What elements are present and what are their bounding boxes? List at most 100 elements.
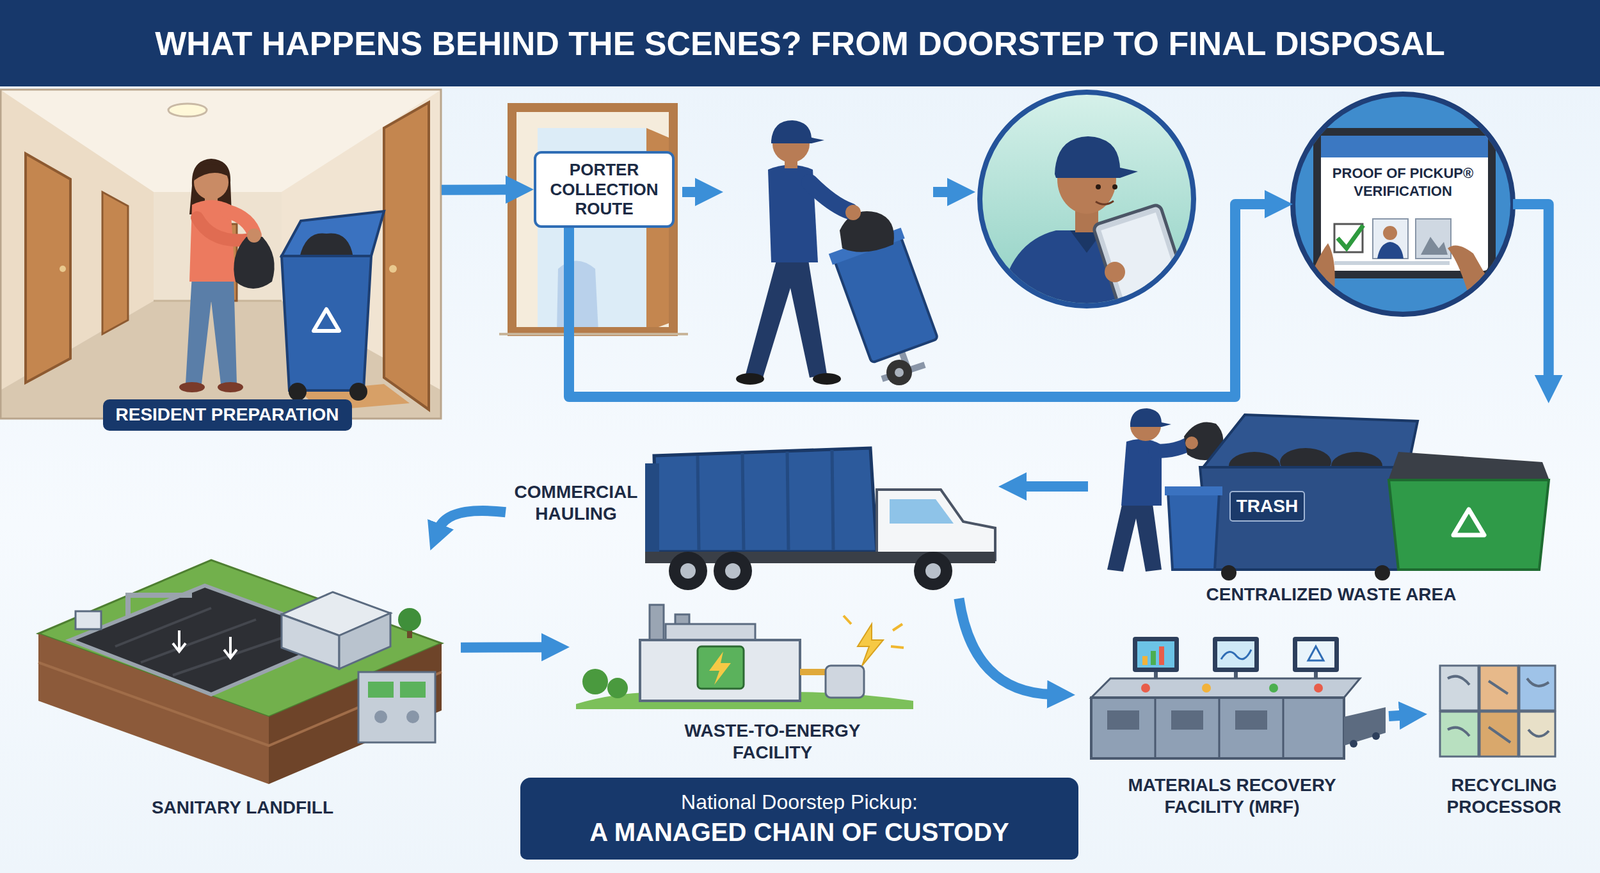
verification-tablet: [1383, 225, 1398, 240]
sorting-machines: [1091, 636, 1386, 759]
garbage-truck: [925, 563, 941, 579]
porter-with-cart: [771, 120, 825, 144]
hallway-scene: [168, 103, 207, 117]
hallway-scene: [233, 236, 274, 289]
sorting-machines: [1142, 656, 1148, 665]
landfill-cutaway: [70, 585, 346, 695]
landfill-cutaway: [224, 636, 237, 658]
sorting-machines: [1159, 646, 1165, 665]
sorting-machines: [1212, 636, 1259, 672]
sorting-machines: [1201, 683, 1211, 693]
flow-arrow: [1021, 481, 1088, 492]
garbage-truck: [645, 448, 996, 591]
node-label: MATERIALS RECOVERY FACILITY (MRF): [1097, 774, 1367, 818]
node-label: SANITARY LANDFILL: [114, 796, 371, 819]
waste-area: [1221, 565, 1237, 581]
hallway-scene: [281, 256, 372, 391]
hallway-scene: [0, 89, 442, 419]
verification-tablet: [1334, 261, 1450, 265]
flow-arrow: [441, 184, 511, 196]
hallway-scene: [197, 217, 247, 241]
panel-border: [0, 89, 441, 419]
verification-tablet: [1337, 225, 1364, 249]
title-band: [0, 0, 1600, 87]
porter-with-cart: [736, 373, 765, 385]
garbage-truck: [680, 563, 696, 579]
node-label: National Doorstep Pickup:: [533, 789, 1066, 816]
energy-plant: [697, 646, 744, 689]
hallway-scene: [0, 89, 442, 419]
flow-arrow: [1388, 715, 1405, 717]
verification-tablet: [1372, 218, 1408, 259]
hallway-scene: [102, 192, 128, 335]
stage-region: SANITARY LANDFILL: [25, 550, 461, 832]
sorting-machines: [1221, 649, 1252, 660]
garbage-truck: [645, 463, 660, 552]
garbage-truck: [889, 499, 954, 524]
sorting-machines: [1141, 683, 1151, 693]
porter-scanning: [979, 92, 1194, 317]
porter-scanning: [1054, 136, 1138, 178]
sorting-machines: [1091, 697, 1344, 759]
sorting-machines: [1107, 710, 1140, 730]
energy-plant: [843, 615, 904, 648]
landfill-cutaway: [368, 681, 394, 698]
recycled-bales: [1440, 665, 1556, 757]
hallway-scene: [313, 309, 340, 331]
waste-area: [1388, 480, 1549, 570]
landfill-cutaway: [38, 560, 442, 784]
sorting-machines: [1344, 707, 1386, 746]
sorting-machines: [1171, 710, 1204, 730]
sorting-machines: [1132, 636, 1179, 672]
waste-area: [1230, 491, 1305, 521]
sorting-machines: [1313, 683, 1323, 693]
garbage-truck: [832, 449, 834, 551]
verification-tablet: [1334, 224, 1363, 253]
recycled-bales: [1440, 711, 1479, 757]
garbage-truck: [697, 449, 834, 551]
verification-tablet: [1292, 94, 1513, 315]
energy-plant: [857, 624, 884, 666]
waste-area: [1130, 408, 1172, 427]
energy-plant: [640, 640, 800, 701]
porter-with-cart: [812, 373, 841, 385]
hallway-scene: [185, 275, 237, 384]
hallway-scene: [299, 232, 354, 258]
hallway-scene: [193, 163, 228, 181]
sorting-machines: [1150, 650, 1156, 665]
waste-area: [1164, 486, 1223, 496]
flow-arrow: [958, 598, 1053, 695]
porter-with-cart: [845, 204, 861, 221]
landfill-cutaway: [268, 643, 442, 784]
sorting-machines: [1217, 641, 1255, 668]
landfill-cutaway: [358, 672, 436, 743]
sorting-machines: [1137, 641, 1175, 668]
waste-area: [1453, 509, 1485, 536]
waste-area: [1453, 509, 1485, 536]
hallway-scene: [247, 228, 262, 243]
hallway-scene: [349, 382, 368, 401]
flow-arrow: [568, 204, 1270, 397]
node-label: PORTER COLLECTION ROUTE: [541, 160, 667, 219]
node-label: RESIDENT PREPARATION: [103, 399, 352, 431]
verification-tablet: [1415, 218, 1451, 259]
energy-plant: [607, 677, 628, 699]
stage-region: CENTRALIZED WASTE AREA: [1088, 403, 1575, 615]
landfill-cutaway: [128, 595, 192, 616]
verification-tablet: [1292, 94, 1513, 315]
stage-region: WASTE-TO-ENERGY FACILITY: [569, 595, 916, 768]
caption-box: National Doorstep Pickup:A MANAGED CHAIN…: [520, 777, 1079, 860]
recycled-bales: [1519, 665, 1556, 711]
sorting-machines: [1235, 710, 1268, 730]
node-label: CENTRALIZED WASTE AREA: [1171, 583, 1492, 606]
energy-plant: [825, 665, 864, 698]
waste-area: [1155, 442, 1191, 452]
recycled-bales: [1519, 711, 1556, 757]
porter-with-cart: [886, 359, 912, 386]
node-label: RECYCLING PROCESSOR: [1427, 774, 1581, 818]
doorway: [556, 261, 599, 333]
porter-scanning: [1104, 261, 1126, 283]
